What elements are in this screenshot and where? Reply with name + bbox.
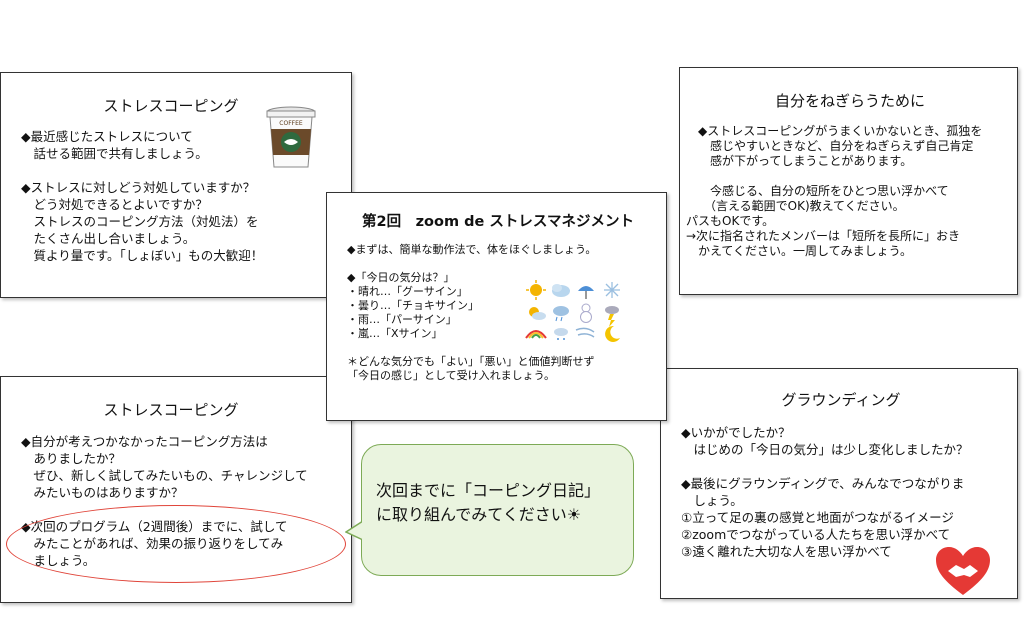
snowman-icon: [580, 303, 592, 323]
heart-handshake-icon: [936, 547, 990, 595]
bubble-tail: [345, 520, 365, 542]
card-self-care: 自分をねぎらうために ◆ストレスコーピングがうまくいかないとき、孤独を 感じやす…: [679, 67, 1018, 295]
text-line: ①立って足の裏の感覚と地面がつながるイメージ: [681, 510, 954, 525]
coffee-cup-icon: COFFEE: [266, 106, 316, 168]
text-line: ぜひ、新しく試してみたいもの、チャレンジして: [21, 468, 308, 483]
text-line: ◆最後にグラウンディングで、みんなでつながりま: [681, 476, 965, 491]
snowflake-icon: [604, 282, 620, 298]
text-line: →次に指名されたメンバーは「短所を長所に」おき: [686, 229, 961, 243]
text-line: ・晴れ…「グーサイン」: [347, 285, 468, 298]
card-session-intro: 第2回 zoom de ストレスマネジメント ◆まずは、簡単な動作法で、体をほぐ…: [326, 192, 667, 421]
text-line: ・嵐…「Xサイン」: [347, 327, 443, 340]
text-line: [347, 341, 596, 355]
text-line: （言える範囲でOK)教えてください。: [686, 199, 905, 213]
card-title: 自分をねぎらうために: [774, 92, 925, 110]
text-line: 感じやすいときなど、自分をねぎらえず自己肯定: [686, 139, 974, 153]
card-body: ◆いかがでしたか？ はじめの「今日の気分」は少し変化しましたか？ ◆最後にグラウ…: [681, 424, 969, 560]
sun-icon: [526, 280, 546, 300]
text-line: たくさん出し合いましょう。: [21, 231, 196, 246]
text-line: ありましたか？: [21, 451, 122, 466]
text-line: 話せる範囲で共有しましょう。: [21, 146, 208, 161]
text-line: 今感じる、自分の短所をひとつ思い浮かべて: [686, 184, 949, 198]
text-line: どう対処できるとよいですか？: [21, 197, 208, 212]
weather-icons: [525, 280, 620, 342]
cloud-icon: [552, 284, 570, 297]
text-line: ◆自分が考えつかなかったコーピング方法は: [21, 434, 268, 449]
text-line: ◆まずは、簡単な動作法で、体をほぐしましょう。: [347, 243, 597, 256]
drizzle-icon: [554, 328, 568, 340]
text-line: ストレスのコーピング方法（対処法）を: [21, 214, 259, 229]
text-line: パスもOKです。: [686, 214, 775, 228]
bubble-text: 次回までに「コーピング日記」 に取り組んでみてください☀: [376, 479, 600, 527]
card-body: ◆まずは、簡単な動作法で、体をほぐしましょう。 ◆「今日の気分は？」 ・晴れ…「…: [347, 243, 596, 383]
text-line: ◆「今日の気分は？」: [347, 271, 455, 284]
card-title: ストレスコーピング: [103, 97, 239, 115]
umbrella-icon: [578, 286, 594, 299]
cup-label: COFFEE: [279, 120, 303, 127]
text-line: ・雨…「パーサイン」: [347, 313, 457, 326]
text-line: ＊どんな気分でも「よい」「悪い」と価値判断せず: [347, 355, 595, 368]
card-title: 第2回 zoom de ストレスマネジメント: [362, 214, 634, 230]
sun-cloud-icon: [529, 307, 546, 320]
text-line: 「今日の感じ」として受け入れましょう。: [347, 369, 556, 382]
card-body: ◆最近感じたストレスについて 話せる範囲で共有しましょう。 ◆ストレスに対しどう…: [21, 128, 263, 264]
bubble-line: に取り組んでみてください☀: [376, 505, 582, 524]
text-line: [347, 257, 596, 271]
rain-cloud-icon: [553, 306, 569, 322]
text-line: ◆ストレスコーピングがうまくいかないとき、孤独を: [686, 124, 983, 138]
speech-bubble: 次回までに「コーピング日記」 に取り組んでみてください☀: [361, 444, 634, 576]
text-line: ◆ストレスに対しどう対処していますか？: [21, 180, 256, 195]
text-line: 感が下がってしまうことがあります。: [686, 154, 913, 168]
wind-icon: [575, 327, 595, 338]
text-line: 質より量です。「しょぼい」もの大歓迎！: [21, 248, 264, 263]
card-body: ◆ストレスコーピングがうまくいかないとき、孤独を 感じやすいときなど、自分をねぎ…: [686, 124, 982, 259]
moon-icon: [605, 325, 620, 342]
text-line: ◆いかがでしたか？: [681, 425, 791, 440]
card-title: ストレスコーピング: [103, 401, 239, 419]
thunder-icon: [605, 306, 619, 327]
text-line: [686, 169, 982, 184]
text-line: みたいものはありますか？: [21, 485, 184, 500]
text-line: ②zoomでつながっている人たちを思い浮かべて: [681, 527, 951, 542]
bubble-line: 次回までに「コーピング日記」: [376, 481, 601, 500]
text-line: はじめの「今日の気分」は少し変化しましたか？: [681, 442, 969, 457]
text-line: ◆最近感じたストレスについて: [21, 129, 193, 144]
text-line: しょう。: [681, 493, 743, 508]
text-line: [681, 458, 969, 475]
text-line: ③遠く離れた大切な人を思い浮かべて: [681, 544, 892, 559]
card-title: グラウンディング: [781, 391, 901, 409]
rainbow-icon: [525, 330, 547, 339]
text-line: ・曇り…「チョキサイン」: [347, 299, 479, 312]
highlight-ellipse: [6, 505, 346, 583]
text-line: かえてください。一周してみましょう。: [686, 244, 912, 258]
text-line: [21, 162, 263, 179]
